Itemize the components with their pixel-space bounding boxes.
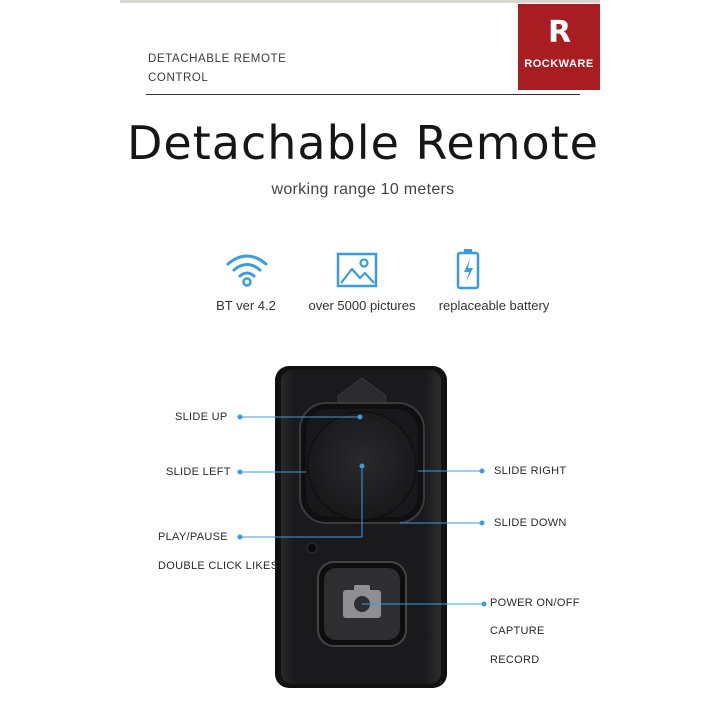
header-label-line1: DETACHABLE REMOTE [148,53,287,65]
callout-slide-left: SLIDE LEFT [166,466,231,478]
top-strip [120,0,600,3]
callout-slide-up: SLIDE UP [175,411,228,423]
callout-play-pause: PLAY/PAUSE [158,531,228,543]
page-title: Detachable Remote [127,116,599,170]
picture-icon [336,252,378,288]
callout-power: POWER ON/OFF [490,597,580,609]
battery-icon [456,249,480,290]
header-divider [146,94,580,95]
callout-capture: CAPTURE [490,625,545,637]
feature-label-bt: BT ver 4.2 [216,298,276,313]
wifi-icon [226,254,268,287]
feature-label-pictures: over 5000 pictures [308,298,416,313]
logo-brand-name: ROCKWARE [524,58,594,70]
header-label: DETACHABLE REMOTE CONTROL [148,50,286,88]
header-label-line2: CONTROL [148,72,209,84]
callout-slide-right: SLIDE RIGHT [494,465,567,477]
logo-letter: R [547,15,571,50]
callout-slide-down: SLIDE DOWN [494,517,567,529]
feature-label-battery: replaceable battery [438,298,550,313]
brand-logo: R ROCKWARE [518,4,600,90]
indicator-light [306,542,318,554]
page-subtitle: working range 10 meters [271,181,455,198]
callout-record: RECORD [490,654,540,666]
callout-double-click: DOUBLE CLICK LIKES [158,560,279,572]
